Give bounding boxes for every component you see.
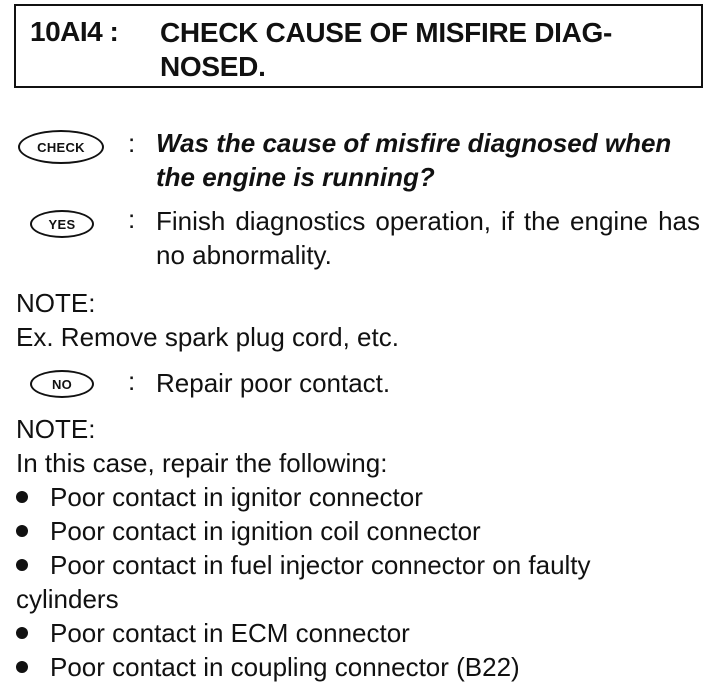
- check-colon: :: [128, 128, 136, 158]
- note2-intro: In this case, repair the following:: [16, 448, 388, 478]
- section-header-box: 10AI4 : CHECK CAUSE OF MISFIRE DIAG-NOSE…: [14, 4, 703, 88]
- section-title: CHECK CAUSE OF MISFIRE DIAG-NOSED.: [160, 17, 613, 82]
- yes-colon: :: [128, 204, 136, 234]
- list-item-continuation: cylinders: [16, 584, 119, 614]
- note1-text: Ex. Remove spark plug cord, etc.: [16, 322, 399, 352]
- check-question: Was the cause of misfire diagnosed when …: [156, 128, 672, 192]
- bullet-icon: [16, 559, 28, 572]
- check-badge-icon: CHECK: [18, 130, 104, 164]
- list-item: Poor contact in coupling connector (B22): [16, 650, 520, 684]
- no-colon: :: [128, 366, 136, 396]
- list-item: Poor contact in fuel injector connector …: [16, 548, 591, 582]
- list-item: Poor contact in ECM connector: [16, 616, 410, 650]
- list-item: Poor contact in ignition coil connector: [16, 514, 481, 548]
- no-badge-icon: NO: [30, 370, 94, 398]
- note1-label: NOTE:: [16, 288, 96, 318]
- section-id: 10AI4 :: [30, 16, 119, 47]
- yes-badge-icon: YES: [30, 210, 94, 238]
- yes-text: Finish diagnostics operation, if the eng…: [156, 206, 700, 270]
- bullet-icon: [16, 661, 28, 674]
- no-text: Repair poor contact.: [156, 368, 391, 398]
- bullet-icon: [16, 491, 28, 504]
- list-item: Poor contact in ignitor connector: [16, 480, 423, 514]
- bullet-icon: [16, 525, 28, 538]
- note2-label: NOTE:: [16, 414, 96, 444]
- bullet-icon: [16, 627, 28, 640]
